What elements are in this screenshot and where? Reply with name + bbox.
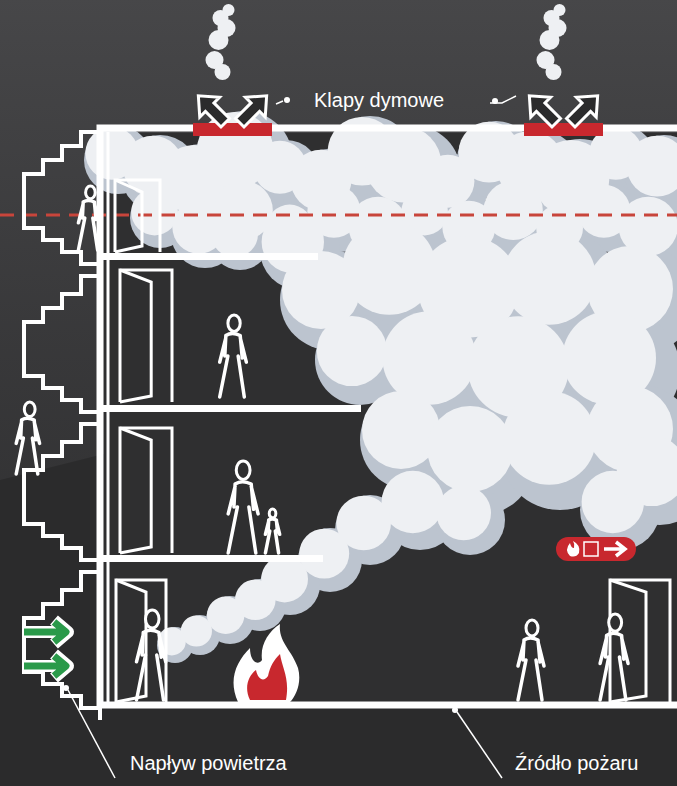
smoke-shade [435, 485, 505, 555]
smoke-vent [524, 123, 603, 136]
smoke-light [617, 436, 677, 506]
floor-slab [103, 405, 361, 412]
door-frame [116, 580, 166, 702]
smoke-light [627, 136, 677, 197]
door-frame [120, 428, 172, 553]
vent-arrow [561, 86, 608, 133]
smoke-light [207, 596, 244, 633]
door-leaf [120, 428, 151, 553]
vent-smoke [537, 4, 567, 80]
vent-arrow [188, 86, 235, 133]
callout-label: Źródło pożaru [515, 751, 638, 775]
person-figure [220, 315, 247, 397]
smoke-light [502, 391, 596, 485]
person-figure [600, 614, 628, 700]
smoke-light [427, 406, 513, 492]
air-arrow-outline [22, 620, 68, 644]
leader-line [68, 690, 115, 778]
air-arrow [24, 622, 66, 642]
door-leaf [115, 180, 142, 252]
callout-label: Napływ powietrza [130, 751, 287, 775]
callout-label: Klapy dymowe [314, 88, 444, 112]
person-figure [228, 461, 258, 553]
smoke-clouds [84, 111, 677, 663]
person-figure [16, 402, 39, 474]
person-figure [137, 610, 166, 700]
smoke-light [211, 211, 258, 258]
fire-source [234, 624, 300, 702]
vent-smoke [206, 4, 236, 80]
smoke-light [262, 211, 324, 273]
leader-dot [63, 685, 69, 691]
air-arrow [24, 656, 66, 676]
leader-dot [492, 98, 498, 104]
building-outline [100, 128, 677, 705]
floor-slab [103, 555, 323, 562]
person-figure [265, 509, 279, 553]
stair-wall [107, 132, 110, 702]
door-leaf [610, 580, 646, 702]
vent-arrow [230, 86, 277, 133]
leader-dot [284, 97, 290, 103]
smoke-light [317, 316, 387, 386]
vent-arrow [519, 86, 566, 133]
door-leaf [120, 270, 151, 402]
smoke-light [436, 486, 491, 541]
door-frame [120, 270, 172, 402]
smoke-light [382, 311, 476, 405]
leader-line [457, 712, 502, 778]
air-arrow-outline [22, 654, 68, 678]
person-figure [78, 186, 99, 250]
floor-slab [103, 253, 318, 260]
smoke-light [299, 529, 349, 579]
building-interior [104, 133, 677, 701]
smoke-light [484, 181, 543, 240]
smoke-vent [193, 123, 272, 136]
exit-sign [556, 537, 636, 561]
door-frame [115, 180, 160, 252]
smoke-light [502, 231, 596, 325]
person-figure [518, 620, 544, 700]
leader-dot [452, 707, 458, 713]
smoke-light [131, 189, 178, 236]
door-frame [610, 580, 670, 702]
